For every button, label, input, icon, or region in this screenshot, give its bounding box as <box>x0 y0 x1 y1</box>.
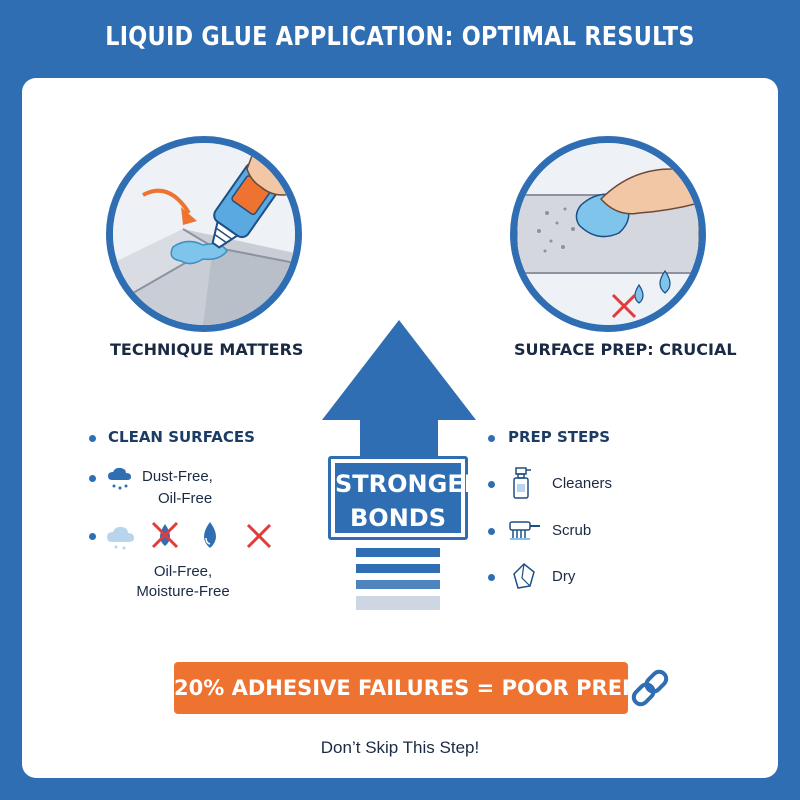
glue-application-illustration <box>106 136 302 332</box>
prep-steps-heading: PREP STEPS <box>508 428 611 446</box>
red-x-icon <box>246 523 272 549</box>
step-dry-label: Dry <box>552 568 576 585</box>
spray-bottle-icon <box>513 467 531 499</box>
bullet-dot <box>488 435 495 442</box>
footer-note: Don’t Skip This Step! <box>320 738 480 757</box>
arrow-stripe <box>356 596 440 610</box>
stronger-bonds-box: STRONGER BONDS <box>328 456 483 540</box>
bullet-dot <box>89 533 96 540</box>
crossed-drop-icon <box>151 521 179 549</box>
surface-wipe-illustration <box>510 136 706 332</box>
arrow-stripe <box>356 548 440 557</box>
cloth-icon <box>513 562 535 589</box>
surface-prep-heading: SURFACE PREP: CRUCIAL <box>514 340 737 359</box>
up-arrow-graphic <box>318 316 480 470</box>
moisture-free-label: Moisture-Free <box>136 583 230 600</box>
dust-free-label: Dust-Free, <box>142 468 213 485</box>
bullet-dot <box>488 481 495 488</box>
bonds-label: BONDS <box>350 504 446 532</box>
dust-cloud-icon <box>108 467 131 490</box>
cloud-icon <box>107 526 134 550</box>
oil-free-label-2: Oil-Free, <box>153 563 213 580</box>
step-cleaners-label: Cleaners <box>552 475 613 492</box>
chain-link-icon <box>631 669 669 707</box>
content-panel: TECHNIQUE MATTERS SURFACE PREP: CRUCIAL … <box>22 78 778 778</box>
bullet-dot <box>89 435 96 442</box>
failure-stat-banner: 20% ADHESIVE FAILURES = POOR PREP <box>174 662 637 714</box>
bullet-dot <box>488 528 495 535</box>
clean-surfaces-heading: CLEAN SURFACES <box>108 428 255 446</box>
oil-free-label: Oil-Free <box>158 490 213 507</box>
bullet-dot <box>89 475 96 482</box>
arrow-stripe <box>356 564 440 573</box>
stronger-label: STRONGER <box>335 470 483 498</box>
water-drop-icon <box>204 522 216 548</box>
technique-heading: TECHNIQUE MATTERS <box>110 340 304 359</box>
brush-icon <box>509 521 540 540</box>
arrow-stripe <box>356 580 440 589</box>
page-title: LIQUID GLUE APPLICATION: OPTIMAL RESULTS <box>105 22 695 52</box>
bullet-dot <box>488 574 495 581</box>
step-scrub-label: Scrub <box>552 522 592 539</box>
